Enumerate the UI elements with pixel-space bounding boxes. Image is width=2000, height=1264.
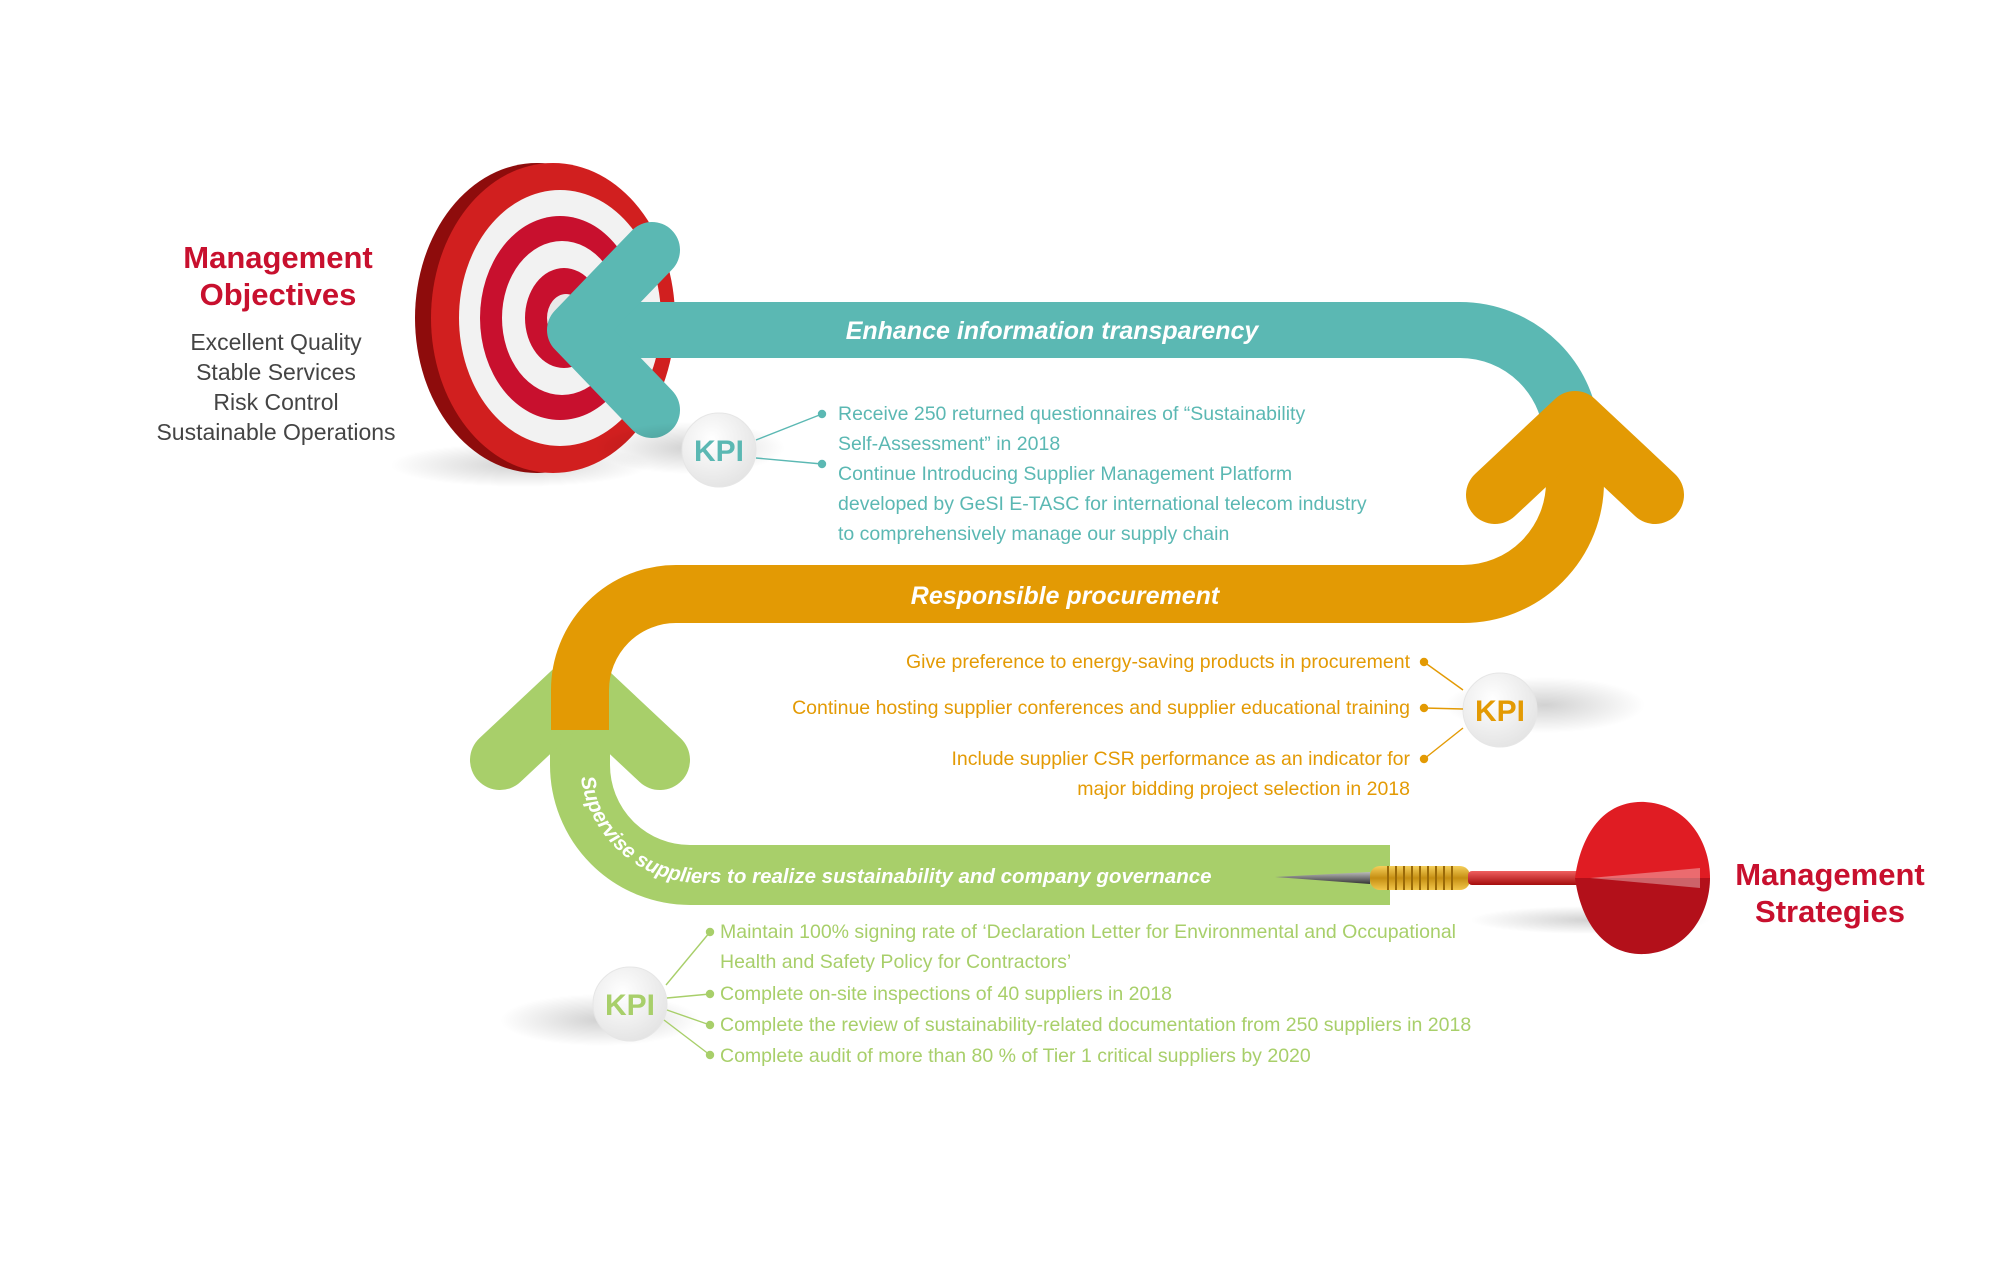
objectives-title-line1: Management [183,240,372,275]
kpi-teal-line: to comprehensively manage our supply cha… [838,523,1229,545]
kpi-group-orange: KPI Give preference to energy-saving pro… [792,651,1645,800]
management-objectives: Management Objectives Excellent Quality … [156,240,395,445]
orange-band-label: Responsible procurement [911,582,1221,610]
kpi-badge: KPI [1475,695,1525,728]
strategies-title-line2: Strategies [1755,894,1905,929]
objectives-title-line2: Objectives [200,277,357,312]
kpi-teal-line: Receive 250 returned questionnaires of “… [838,403,1305,425]
orange-band [551,391,1684,730]
kpi-badge: KPI [605,989,655,1022]
kpi-orange-line: major bidding project selection in 2018 [1077,778,1410,800]
kpi-green-line: Complete audit of more than 80 % of Tier… [720,1045,1311,1067]
objective-item: Sustainable Operations [156,419,395,445]
dart-icon [1275,801,1710,955]
kpi-teal-line: developed by GeSI E-TASC for internation… [838,493,1367,515]
kpi-green-line: Health and Safety Policy for Contractors… [720,951,1071,973]
kpi-teal-line: Self-Assessment” in 2018 [838,433,1060,455]
kpi-green-line: Maintain 100% signing rate of ‘Declarati… [720,921,1456,943]
kpi-group-green: KPI Maintain 100% signing rate of ‘Decla… [500,921,1471,1067]
teal-band-label: Enhance information transparency [846,317,1260,345]
kpi-teal-line: Continue Introducing Supplier Management… [838,463,1292,485]
kpi-green-line: Complete the review of sustainability-re… [720,1014,1471,1036]
kpi-orange-line: Give preference to energy-saving product… [906,651,1411,673]
kpi-group-teal: KPI Receive 250 returned questionnaires … [595,403,1367,545]
kpi-green-line: Complete on-site inspections of 40 suppl… [720,983,1172,1005]
strategies-title-line1: Management [1735,857,1924,892]
kpi-orange-line: Continue hosting supplier conferences an… [792,697,1410,719]
objective-item: Risk Control [213,389,338,415]
kpi-orange-line: Include supplier CSR performance as an i… [952,748,1411,770]
objective-item: Stable Services [196,359,356,385]
management-strategies: Management Strategies [1735,857,1924,929]
kpi-badge: KPI [694,435,744,468]
objective-item: Excellent Quality [190,329,362,355]
